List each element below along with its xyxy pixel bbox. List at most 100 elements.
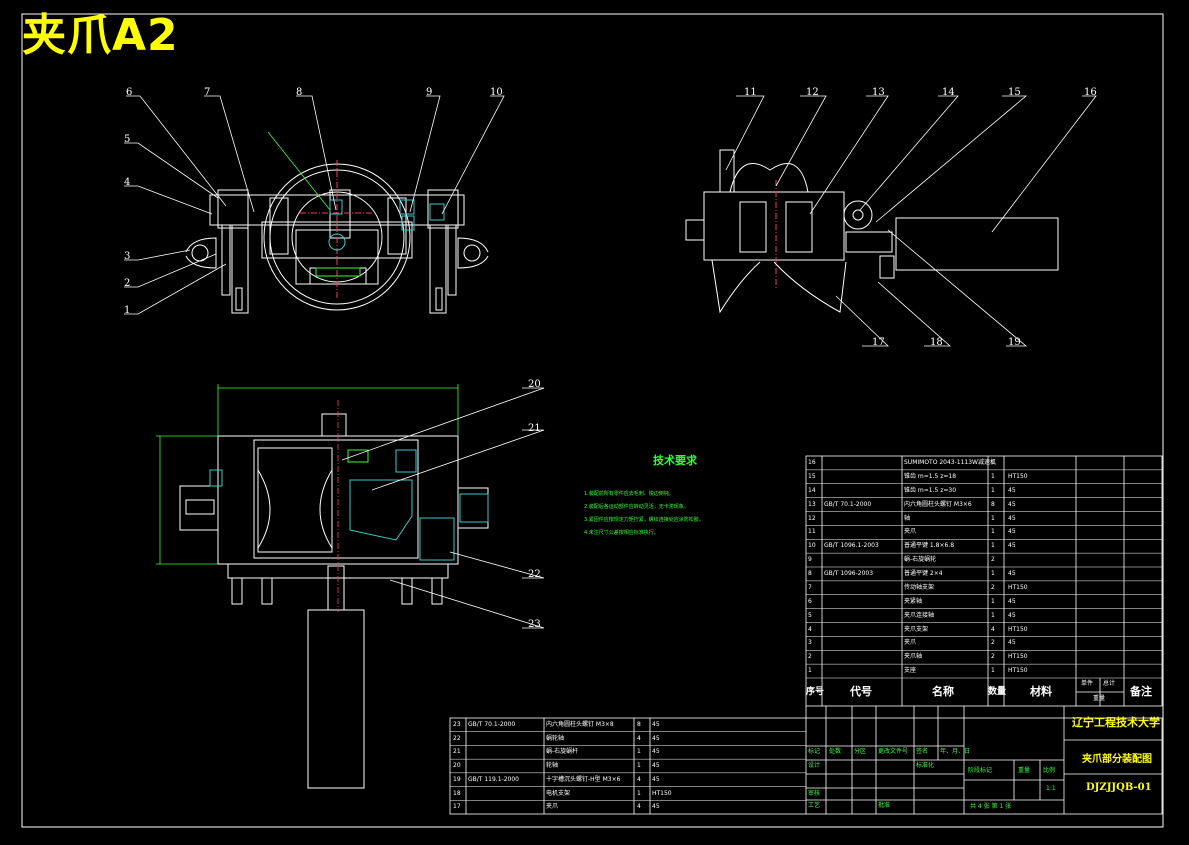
part-material: 45 — [1008, 639, 1016, 647]
drawing-frame — [21, 13, 1164, 828]
title-block-label: 年、月、日 — [940, 748, 971, 755]
part-no: 11 — [808, 528, 816, 536]
part-name: 轴 — [904, 514, 911, 522]
part-name: 蜗轮轴 — [546, 734, 565, 742]
part-no: 10 — [808, 542, 816, 550]
part-qty: 1 — [991, 667, 995, 675]
part-material: 45 — [1008, 500, 1016, 508]
header-qty: 数量 — [988, 687, 1007, 697]
front-view-leaders — [124, 95, 505, 315]
header-weight: 重量 — [1093, 695, 1106, 702]
part-qty: 1 — [991, 570, 995, 577]
part-material: 45 — [1008, 611, 1016, 619]
part-material: HT150 — [1008, 625, 1028, 633]
part-qty: 2 — [991, 653, 995, 661]
part-qty: 2 — [991, 583, 995, 591]
part-name: 夹爪支架 — [904, 625, 929, 633]
part-no: 2 — [808, 653, 812, 661]
part-material: 45 — [652, 748, 660, 756]
part-no: 22 — [453, 734, 461, 742]
part-qty: 1 — [991, 459, 995, 466]
part-qty: 8 — [637, 721, 641, 728]
tech-note: 2.装配后各运动部件应转动灵活，无卡滞现象。 — [584, 504, 689, 510]
part-material: 45 — [652, 734, 660, 742]
tech-note: 4.未注尺寸公差按相应标准执行。 — [584, 530, 659, 536]
scale-value: 1:1 — [1046, 785, 1056, 792]
top-view-dimensions — [156, 384, 459, 612]
part-qty: 1 — [637, 748, 641, 756]
callout-4: 4 — [124, 177, 131, 188]
part-name: 内六角圆柱头螺钉 M3×6 — [904, 500, 972, 508]
part-no: 15 — [808, 472, 816, 480]
callout-1: 1 — [124, 305, 131, 316]
title-block-label: 分区 — [854, 748, 867, 755]
side-view-leaders — [725, 95, 1097, 347]
front-view — [185, 160, 489, 314]
part-qty: 4 — [637, 775, 641, 783]
title-block-label: 比例 — [1043, 767, 1056, 774]
part-material: 45 — [652, 721, 660, 728]
side-view — [685, 149, 1059, 314]
part-name: 蜗-右旋蜗轮 — [904, 556, 937, 564]
part-no: 16 — [808, 459, 816, 466]
part-no: 6 — [808, 597, 812, 605]
sheet-title: 夹爪A2 — [22, 10, 179, 61]
top-view — [179, 413, 489, 789]
title-block-grid — [449, 706, 1163, 815]
header-material: 材料 — [1030, 685, 1052, 698]
part-qty: 1 — [991, 528, 995, 536]
callout-10: 10 — [490, 87, 503, 98]
part-code: GB/T 70.1-2000 — [824, 500, 872, 508]
part-qty: 1 — [991, 597, 995, 605]
part-material: HT150 — [1008, 472, 1028, 480]
part-no: 18 — [453, 789, 461, 797]
part-no: 23 — [453, 721, 461, 728]
header-name: 名称 — [932, 685, 954, 698]
callout-2: 2 — [124, 278, 131, 289]
lower-table-row-lines — [450, 731, 806, 801]
title-block-label: 批准 — [878, 802, 891, 809]
part-material: HT150 — [652, 789, 672, 797]
drawing-number: DJZJJQB-01 — [1086, 782, 1152, 793]
parts-table-row-lines — [806, 469, 1162, 679]
header-code: 代号 — [850, 685, 872, 698]
part-code: GB/T 70.1-2000 — [468, 721, 516, 728]
title-block-label: 设计 — [808, 762, 821, 769]
part-name: 普通平键 2×4 — [904, 570, 943, 577]
part-name: 夹爪连接轴 — [904, 611, 935, 619]
tech-note: 1.装配前所有零件应去毛刺、锐边倒钝。 — [584, 491, 674, 497]
drawing-name: 夹爪部分装配图 — [1082, 754, 1152, 765]
part-qty: 4 — [637, 734, 641, 742]
callout-21: 21 — [528, 423, 541, 434]
part-no: 12 — [808, 514, 816, 522]
part-material: 45 — [1008, 597, 1016, 605]
callout-14: 14 — [942, 87, 955, 98]
title-block-label: 更改文件号 — [878, 748, 909, 755]
title-block-label: 标记 — [808, 748, 821, 755]
part-name: 轮轴 — [546, 762, 559, 770]
callout-5: 5 — [124, 134, 131, 145]
part-material: HT150 — [1008, 653, 1028, 661]
callout-12: 12 — [806, 87, 819, 98]
sheet-count: 共 4 张 第 1 张 — [970, 803, 1012, 810]
header-total: 总计 — [1103, 680, 1116, 687]
part-material: 45 — [652, 803, 660, 811]
callout-15: 15 — [1008, 87, 1021, 98]
callout-18: 18 — [930, 337, 943, 348]
part-name: 普通平键 1.8×6.8 — [904, 542, 955, 550]
part-material: 45 — [1008, 542, 1016, 550]
part-qty: 1 — [991, 611, 995, 619]
part-qty: 1 — [991, 486, 995, 494]
part-name: 十字槽沉头螺钉-H型 M3×6 — [546, 775, 621, 783]
callout-19: 19 — [1008, 337, 1021, 348]
part-name: 夹爪轴 — [904, 653, 923, 661]
part-qty: 2 — [991, 556, 995, 564]
part-no: 3 — [808, 639, 812, 647]
part-no: 4 — [808, 625, 812, 633]
callout-17: 17 — [872, 337, 885, 348]
part-no: 1 — [808, 667, 812, 675]
callout-6: 6 — [126, 87, 133, 98]
part-name: 夹爪 — [904, 639, 917, 647]
callout-3: 3 — [124, 251, 131, 262]
part-name: 内六角圆柱头螺钉 M3×8 — [546, 721, 614, 728]
